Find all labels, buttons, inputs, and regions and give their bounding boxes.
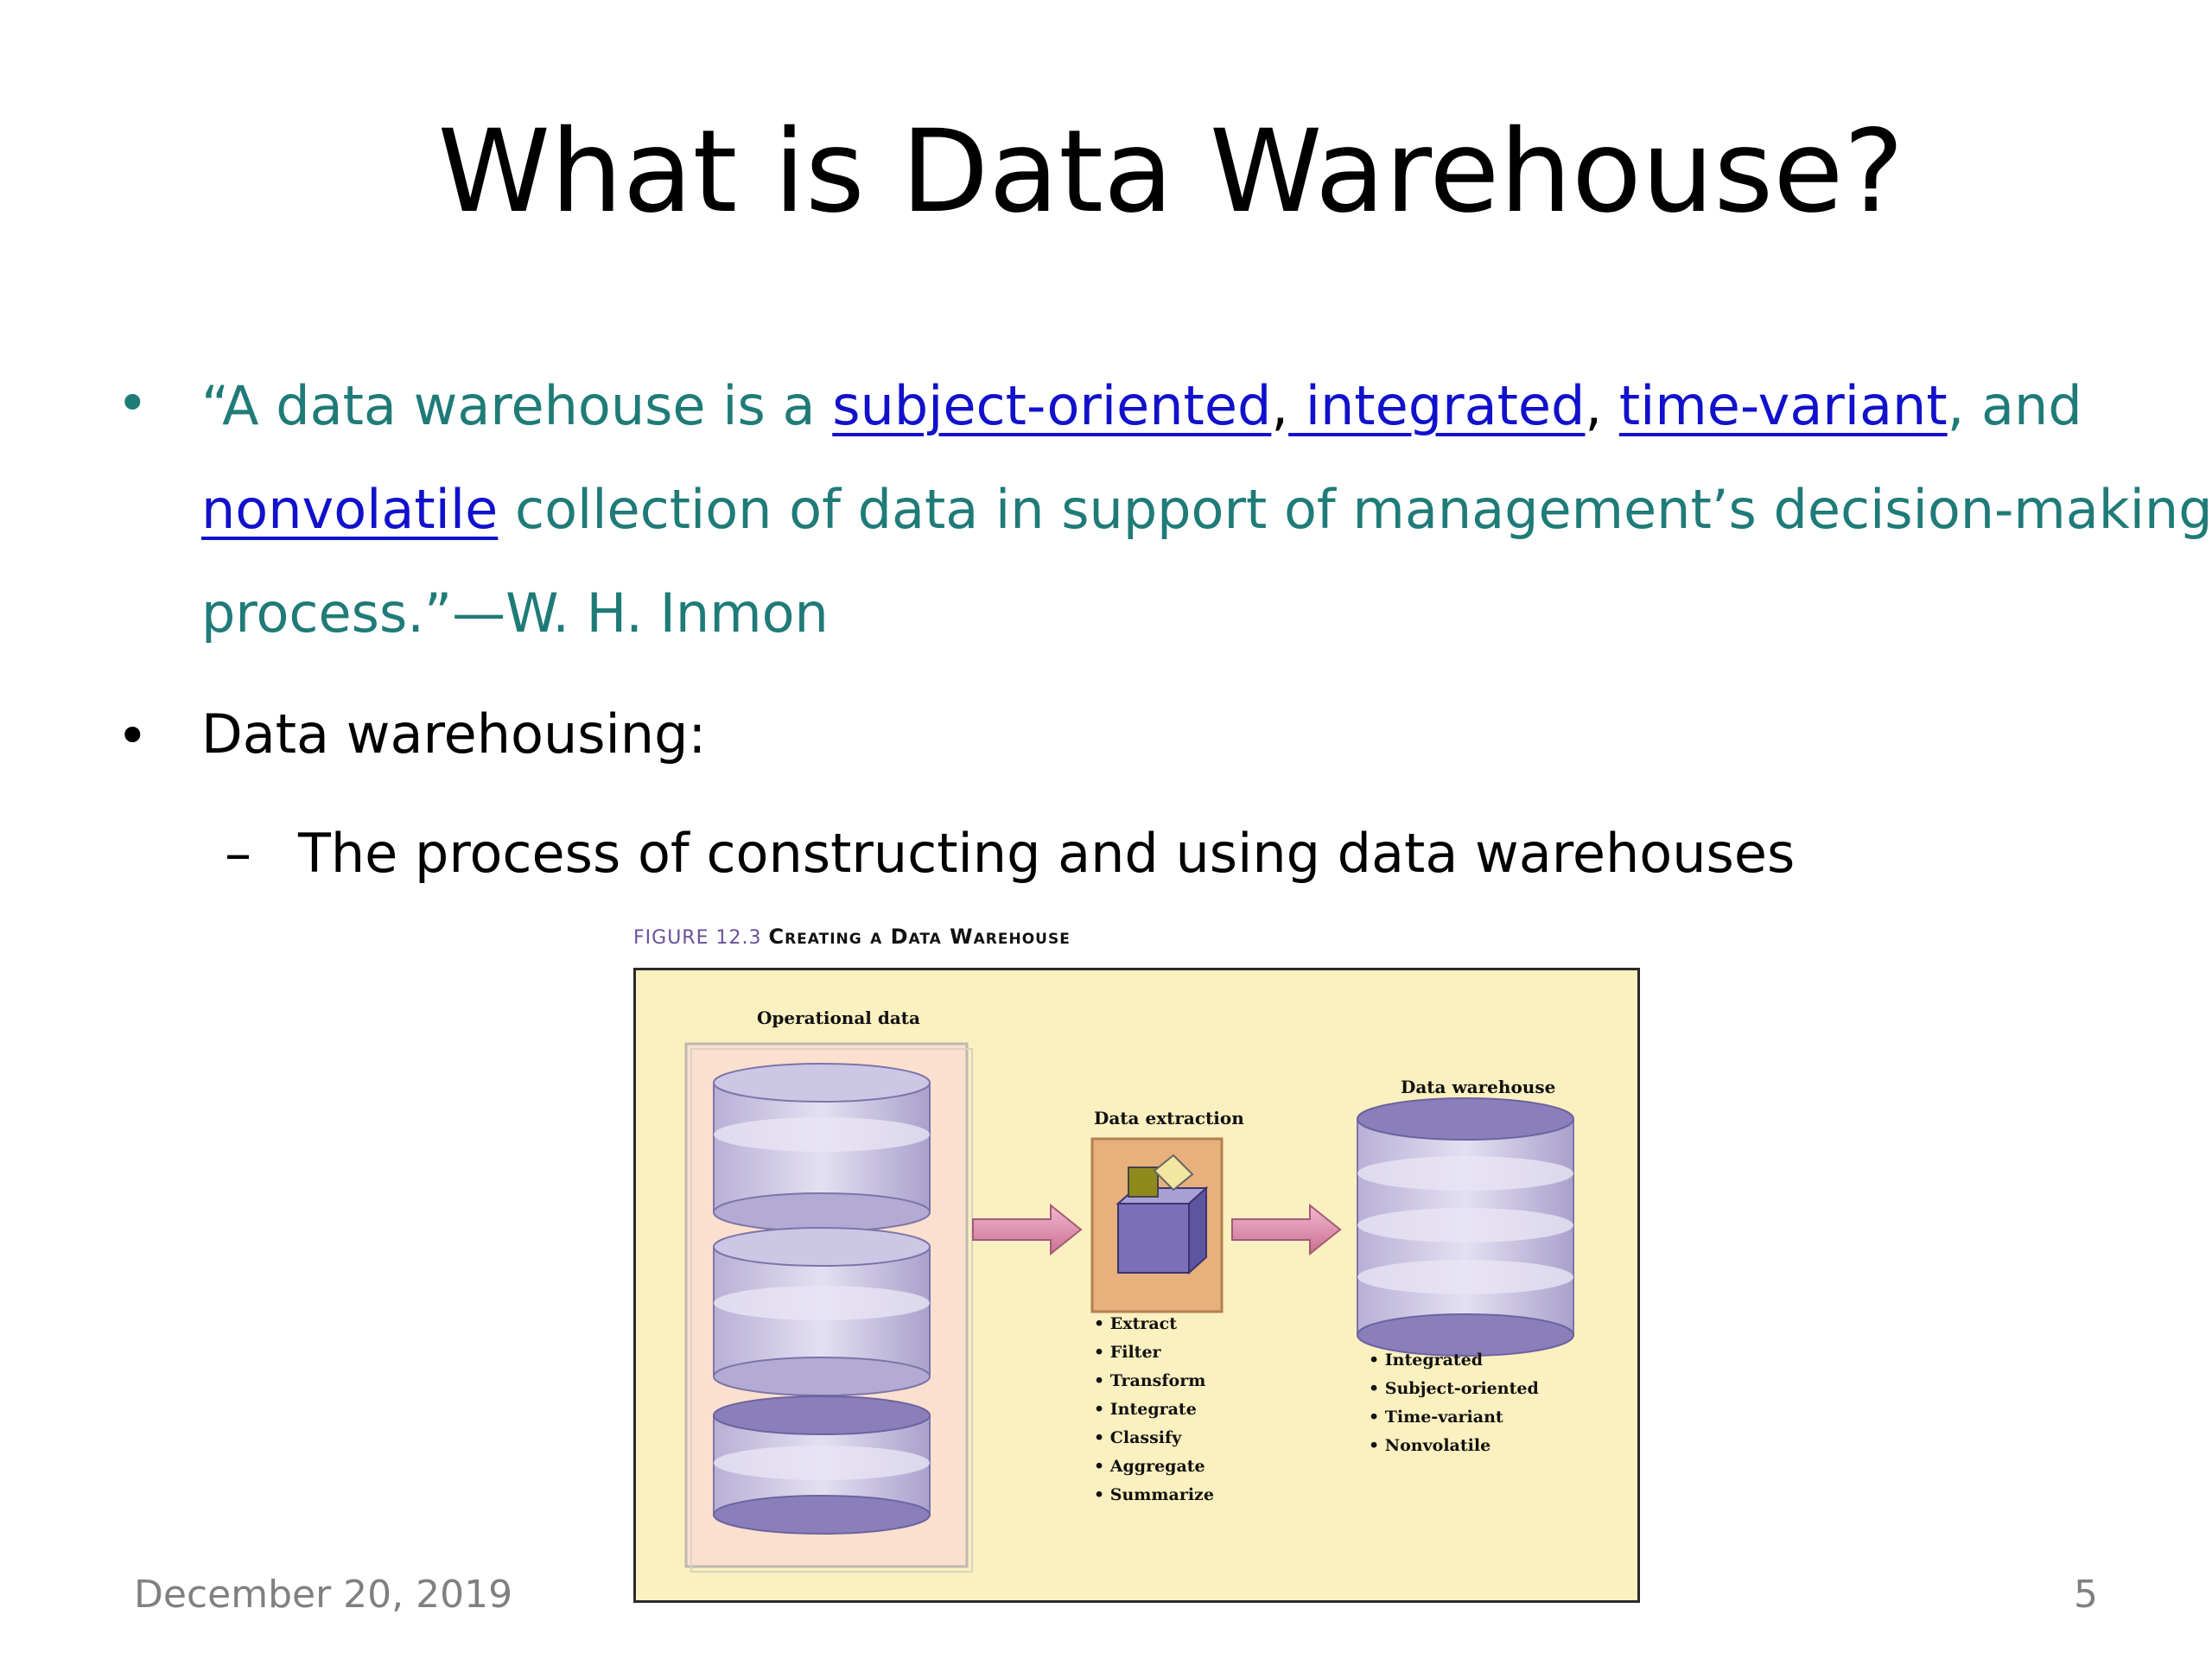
figure-caption: FIGURE 12.3 Creating a Data Warehouse — [633, 925, 1071, 949]
link-time-variant[interactable]: time-variant — [1618, 374, 1948, 437]
arrow-right-icon — [972, 1203, 1083, 1256]
sub-bullet-text: The process of constructing and using da… — [298, 822, 1796, 885]
figure-title: Creating a Data Warehouse — [768, 925, 1071, 949]
prop-integrated: • Integrated — [1369, 1351, 1483, 1370]
footer-date: December 20, 2019 — [134, 1573, 513, 1617]
link-integrated[interactable]: integrated — [1288, 374, 1586, 437]
prop-time-variant: • Time-variant — [1369, 1408, 1503, 1427]
step-aggregate: • Aggregate — [1094, 1457, 1205, 1476]
bullet-2-dot: • — [117, 704, 149, 767]
step-extract: • Extract — [1094, 1314, 1177, 1333]
step-transform: • Transform — [1094, 1371, 1205, 1390]
page-number: 5 — [2074, 1573, 2098, 1617]
extraction-cube-icon — [1116, 1154, 1209, 1275]
link-subject-oriented[interactable]: subject-oriented — [832, 374, 1272, 437]
figure-number: FIGURE 12.3 — [633, 927, 762, 949]
step-filter: • Filter — [1094, 1343, 1162, 1362]
data-warehouse-figure: Operational data — [633, 968, 1640, 1603]
prop-nonvolatile: • Nonvolatile — [1369, 1436, 1491, 1455]
open-quote: “ — [201, 374, 223, 437]
step-classify: • Classify — [1094, 1428, 1182, 1447]
bullet-1-dot: • — [117, 372, 149, 435]
data-extraction-label: Data extraction — [1094, 1108, 1244, 1128]
data-warehouse-label: Data warehouse — [1401, 1077, 1555, 1097]
bullet-2-text: Data warehousing: — [201, 702, 707, 766]
prop-subject-oriented: • Subject-oriented — [1369, 1379, 1539, 1398]
step-summarize: • Summarize — [1094, 1485, 1214, 1504]
quote-line-3: process.”—W. H. Inmon — [201, 582, 829, 645]
extraction-steps-list: • Extract • Filter • Transform • Integra… — [1094, 1314, 1214, 1504]
slide-title: What is Data Warehouse? — [437, 105, 1904, 238]
arrow-right-icon-2 — [1231, 1203, 1342, 1256]
operational-db-3 — [713, 1395, 931, 1535]
quote-sep-1: , — [1271, 374, 1289, 437]
quote-line-1: “A data warehouse is a subject-oriented,… — [201, 354, 2082, 458]
quote-text-2: , and — [1947, 374, 2082, 437]
quote-text-3: collection of data in support of managem… — [498, 478, 2212, 541]
sub-bullet-dash: – — [225, 822, 251, 885]
quote-sep-2: , — [1585, 374, 1619, 437]
operational-db-2 — [713, 1227, 931, 1396]
operational-db-1 — [713, 1063, 931, 1232]
warehouse-props-list: • Integrated • Subject-oriented • Time-v… — [1369, 1351, 1539, 1455]
step-integrate: • Integrate — [1094, 1400, 1197, 1419]
quote-text-1: A data warehouse is a — [222, 374, 833, 437]
operational-data-label: Operational data — [757, 1007, 920, 1028]
data-warehouse-cylinder — [1357, 1097, 1574, 1357]
link-nonvolatile[interactable]: nonvolatile — [201, 478, 499, 541]
figure-diagram: Operational data — [684, 1007, 1574, 1573]
quote-line-2: nonvolatile collection of data in suppor… — [201, 458, 2212, 562]
